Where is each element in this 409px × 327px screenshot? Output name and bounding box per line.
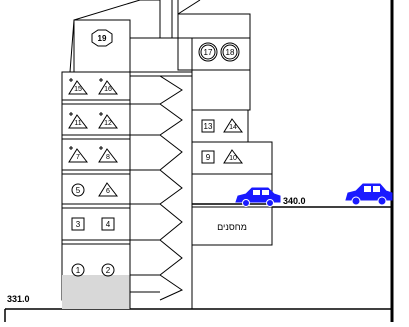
unit-number: 9: [206, 153, 211, 162]
car-icon-far: [345, 183, 393, 206]
unit-number: 16: [104, 86, 112, 93]
right-wing: [191, 69, 273, 246]
unit-number: 15: [74, 86, 82, 93]
unit-number: 17: [204, 48, 213, 57]
unit-number: 19: [98, 34, 107, 43]
unit-marker-11: 11: [68, 112, 89, 129]
roof-outline-left: [69, 0, 160, 73]
elevation-parking-label: 340.0: [283, 196, 306, 206]
unit-marker-15: 15: [68, 78, 89, 95]
unit-number: 7: [76, 154, 80, 161]
unit-marker-4: 4: [101, 217, 115, 231]
unit-marker-6: 6: [98, 182, 119, 197]
unit-number: 3: [76, 220, 81, 229]
unit-number: 14: [229, 124, 237, 131]
unit-number: 8: [106, 154, 110, 161]
unit-marker-19: 19: [91, 29, 113, 47]
unit-marker-10: 10: [223, 149, 244, 164]
unit-number: 5: [76, 186, 81, 195]
storage-label: מחסנים: [217, 222, 247, 232]
unit-marker-18: 18: [220, 42, 240, 62]
unit-marker-14: 14: [223, 118, 244, 133]
unit-marker-16: 16: [98, 78, 119, 95]
unit-number: 11: [74, 120, 81, 127]
unit-marker-3: 3: [71, 217, 85, 231]
storage-room: [191, 206, 273, 246]
elevation-ground-label: 331.0: [7, 294, 30, 304]
unit-number: 4: [106, 220, 111, 229]
unit-marker-2: 2: [101, 263, 115, 277]
unit-marker-1: 1: [71, 263, 85, 277]
unit-number: 1: [76, 266, 81, 275]
unit-marker-13: 13: [201, 119, 215, 133]
unit-number: 13: [204, 122, 213, 131]
unit-number: 12: [104, 120, 112, 127]
unit-marker-7: 7: [68, 146, 89, 163]
roof-outline-right: [177, 0, 251, 70]
stair-core: [129, 37, 193, 310]
unit-number: 18: [226, 48, 235, 57]
unit-number: 10: [229, 155, 237, 162]
unit-marker-17: 17: [198, 42, 218, 62]
stair-zigzag: [130, 75, 184, 301]
unit-marker-5: 5: [71, 183, 85, 197]
unit-marker-12: 12: [98, 112, 119, 129]
unit-number: 2: [106, 266, 111, 275]
unit-marker-8: 8: [98, 146, 119, 163]
left-apartment-column: [61, 71, 131, 309]
car-icon-near: [235, 187, 281, 207]
unit-number: 6: [106, 188, 110, 195]
unit-marker-9: 9: [201, 150, 215, 164]
ground-fill-area: [62, 275, 130, 309]
